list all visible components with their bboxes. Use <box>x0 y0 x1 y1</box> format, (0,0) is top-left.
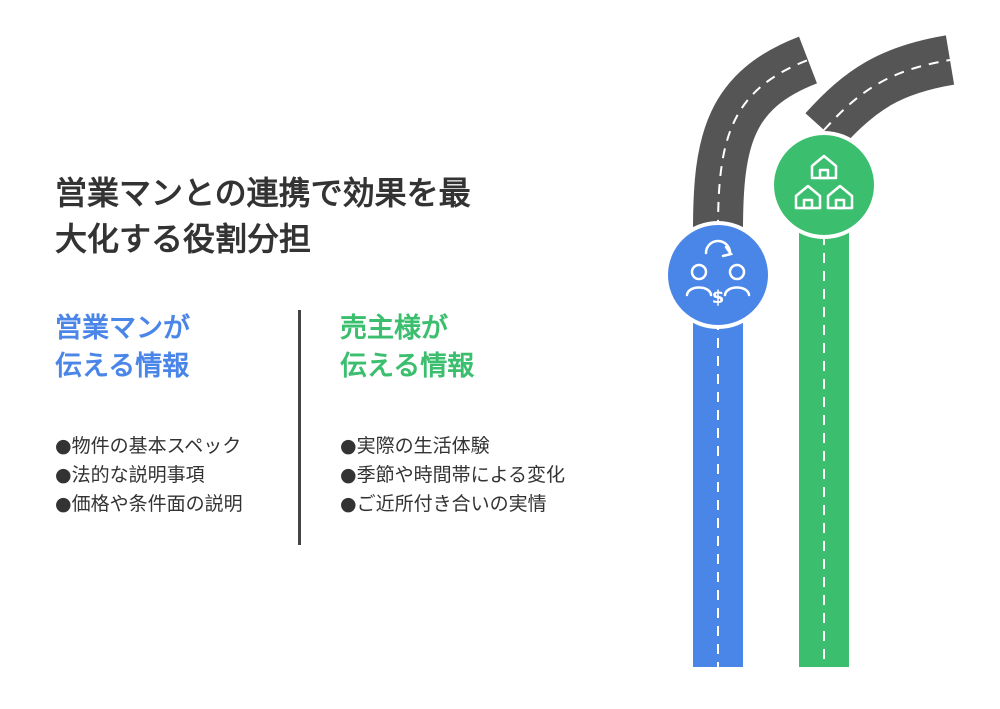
sales-info-list: 物件の基本スペック 法的な説明事項 価格や条件面の説明 <box>55 432 243 519</box>
svg-text:$: $ <box>712 287 725 308</box>
title-line-1: 営業マンとの連携で効果を最 <box>55 174 471 212</box>
seller-info-list: 実際の生活体験 季節や時間帯による変化 ご近所付き合いの実情 <box>340 432 565 519</box>
people-exchange-money-icon: $ <box>664 221 772 329</box>
seller-road-curve-center-line <box>823 59 951 131</box>
seller-info-item: 季節や時間帯による変化 <box>340 461 565 490</box>
sales-info-item: 物件の基本スペック <box>55 432 243 461</box>
sales-info-item: 価格や条件面の説明 <box>55 490 243 519</box>
sales-road-curve-center-line <box>717 59 809 231</box>
seller-info-item: 実際の生活体験 <box>340 432 565 461</box>
column-divider <box>298 310 301 545</box>
houses-icon <box>770 131 878 239</box>
sales-heading: 営業マンが 伝える情報 <box>55 310 285 386</box>
seller-heading-line-1: 売主様が <box>340 313 448 344</box>
sales-info-item: 法的な説明事項 <box>55 461 243 490</box>
sales-heading-line-1: 営業マンが <box>55 313 190 344</box>
sales-heading-line-2: 伝える情報 <box>55 351 190 382</box>
page-title: 営業マンとの連携で効果を最 大化する役割分担 <box>55 170 575 262</box>
seller-heading: 売主様が 伝える情報 <box>340 310 570 386</box>
seller-info-item: ご近所付き合いの実情 <box>340 490 565 519</box>
seller-heading-line-2: 伝える情報 <box>340 351 475 382</box>
title-line-2: 大化する役割分担 <box>55 220 312 258</box>
seller-road-curve <box>805 35 955 147</box>
